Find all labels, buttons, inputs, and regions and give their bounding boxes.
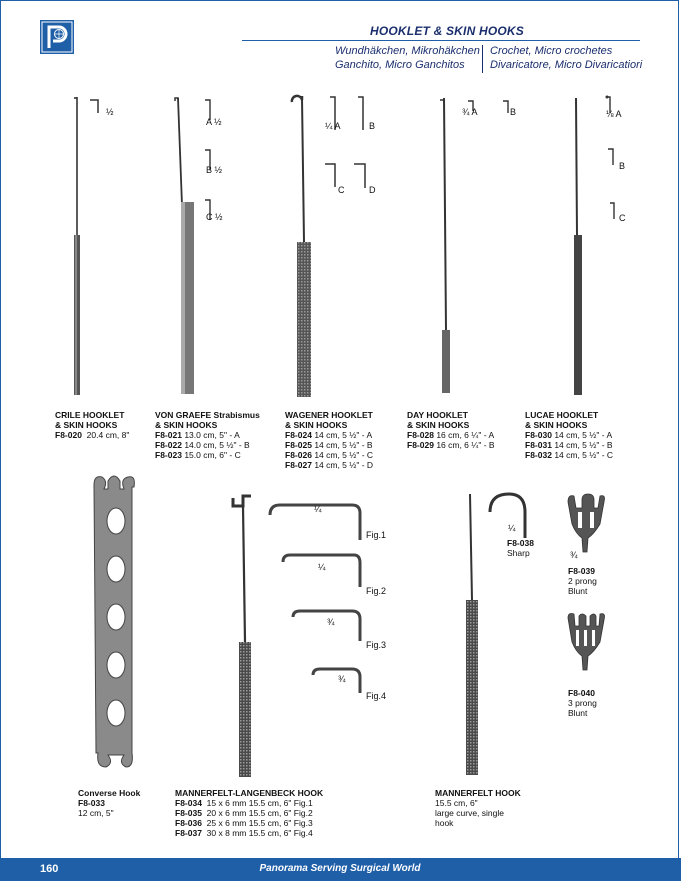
lucae-tip-b: B [619, 161, 626, 171]
panorama-logo-icon [40, 20, 74, 54]
wagener-tip-d: D [369, 185, 376, 195]
day-description: DAY HOOKLET & SKIN HOOKS F8-028 16 cm, 6… [407, 410, 495, 450]
mannerfelt-langenbeck-hook-image [231, 494, 251, 777]
von-graefe-hook-image [174, 97, 211, 394]
title-rule [242, 40, 640, 41]
day-tip-a: ¾ A [462, 107, 478, 117]
lucae-description: LUCAE HOOKLET & SKIN HOOKS F8-030 14 cm,… [525, 410, 614, 460]
wagener-tip-c: C [338, 185, 345, 195]
mannerfelt-langenbeck-description: MANNERFELT-LANGENBECK HOOK F8-034 15 x 6… [175, 788, 324, 838]
mannerfelt-description: MANNERFELT HOOK 15.5 cm, 6" large curve,… [435, 788, 521, 828]
sharp-scale: ¼ [508, 523, 516, 533]
two-prong-scale: ¾ [570, 550, 578, 560]
converse-description: Converse Hook F8-033 12 cm, 5" [78, 788, 141, 818]
day-tip-b: B [510, 107, 517, 117]
fig2-label: Fig.2 [366, 586, 387, 596]
crile-hooklet-image [74, 97, 99, 395]
fig2-scale: ¼ [318, 562, 326, 572]
lucae-tip-c: C [619, 213, 626, 223]
crile-tip-label: ½ [106, 107, 114, 117]
two-prong-description: F8-039 2 prong Blunt [568, 566, 597, 596]
converse-hook-image [93, 475, 135, 768]
fig3-label: Fig.3 [366, 640, 387, 650]
fig-blades-image [268, 503, 362, 693]
subtitle-french: Crochet, Micro crochetes [490, 45, 613, 57]
subtitle-spanish: Ganchito, Micro Ganchitos [335, 59, 465, 71]
fig4-label: Fig.4 [366, 691, 387, 701]
von-graefe-tip-b: B ½ [206, 165, 223, 175]
subtitle-divider [482, 45, 483, 73]
footer-bar [0, 858, 681, 881]
three-prong-blunt-hook-image [567, 613, 605, 671]
von-graefe-tip-a: A ½ [206, 117, 222, 127]
crile-description: CRILE HOOKLET & SKIN HOOKS F8-020 20.4 c… [55, 410, 130, 440]
sharp-hook-description: F8-038 Sharp [507, 538, 534, 558]
fig1-label: Fig.1 [366, 530, 387, 540]
wagener-hooklet-image [290, 94, 366, 397]
page-title: HOOKLET & SKIN HOOKS [369, 24, 524, 38]
wagener-description: WAGENER HOOKLET & SKIN HOOKS F8-024 14 c… [285, 410, 374, 470]
day-hooklet-image [440, 97, 509, 393]
footer-tagline: Panorama Serving Surgical World [259, 863, 421, 874]
lucae-tip-a: ⅛ A [606, 109, 622, 119]
von-graefe-description: VON GRAEFE Strabismus & SKIN HOOKS F8-02… [155, 410, 260, 460]
wagener-tip-b: B [369, 121, 376, 131]
page-number: 160 [40, 863, 59, 875]
von-graefe-tip-c: C ½ [206, 212, 223, 222]
fig4-scale: ¾ [338, 674, 346, 684]
fig3-scale: ¾ [327, 617, 335, 627]
three-prong-description: F8-040 3 prong Blunt [568, 688, 597, 718]
subtitle-german: Wundhäkchen, Mikrohäkchen [335, 45, 480, 57]
lucae-hooklet-image [574, 95, 615, 395]
mannerfelt-hook-image [466, 492, 527, 775]
fig1-scale: ¼ [314, 504, 322, 514]
wagener-tip-a: ¼ A [325, 121, 341, 131]
subtitle-italian: Divaricatore, Micro Divaricatiori [490, 59, 643, 71]
two-prong-blunt-hook-image [567, 493, 605, 553]
